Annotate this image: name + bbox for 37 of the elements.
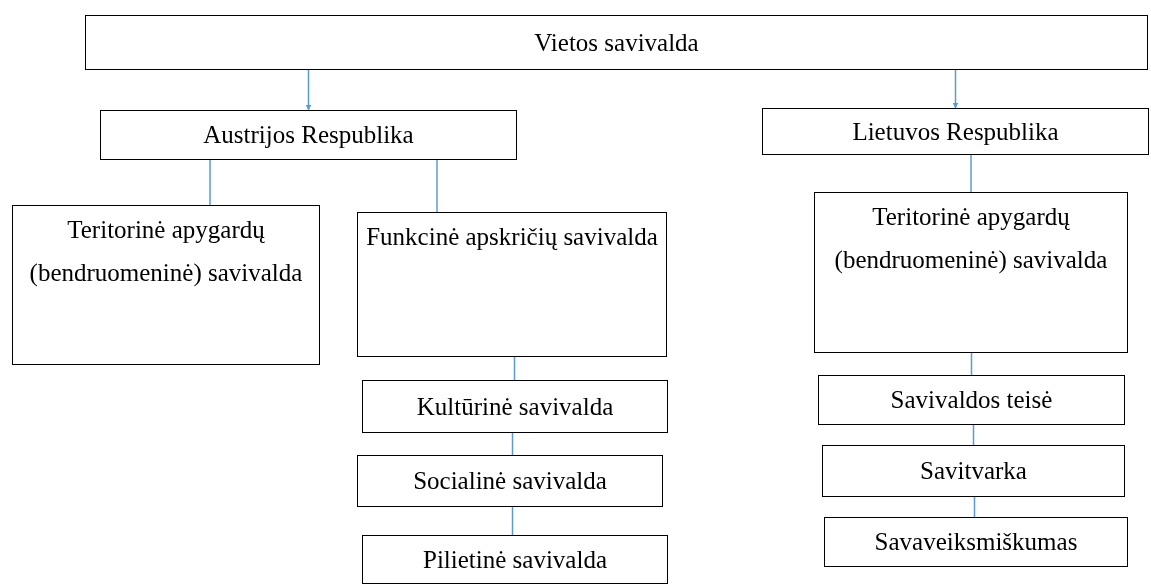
connector-line [972, 424, 975, 446]
text-box [100, 110, 517, 160]
text-box [357, 212, 667, 357]
text-box [362, 535, 668, 584]
connector-line [436, 159, 438, 213]
box-label: Pilietinė savivalda [423, 544, 607, 575]
connector-line [511, 432, 514, 456]
arrow [952, 69, 959, 109]
text-box [762, 108, 1149, 155]
box-label: Lietuvos Respublika [852, 116, 1059, 147]
connector-line [970, 154, 972, 193]
box-label: (bendruomeninė) savivalda [834, 245, 1108, 276]
connector-line [513, 356, 516, 381]
connector-line [209, 159, 211, 206]
text-box [822, 445, 1125, 497]
box-label: Teritorinė apygardų [872, 202, 1070, 232]
text-box [814, 192, 1128, 353]
text-box [362, 380, 668, 433]
text-box [357, 455, 663, 507]
box-label: Socialinė savivalda [413, 466, 607, 497]
box-label: Kultūrinė savivalda [416, 391, 614, 422]
box-label: Funkcinė apskričių savivalda [366, 222, 658, 252]
connector-line [511, 506, 514, 536]
text-box [818, 375, 1125, 425]
box-label: Vietos savivalda [534, 27, 699, 58]
arrow [305, 69, 312, 111]
box-label: (bendruomeninė) savivalda [29, 258, 303, 289]
box-label: Teritorinė apygardų [67, 215, 265, 245]
box-label: Savaveiksmiškumas [874, 527, 1078, 558]
text-box [12, 205, 320, 365]
box-label: Savivaldos teisė [890, 385, 1053, 416]
box-label: Austrijos Respublika [203, 120, 414, 151]
text-box [824, 517, 1128, 567]
connector-line [970, 352, 973, 376]
text-box [85, 15, 1148, 70]
connector-line [973, 496, 976, 518]
box-label: Savitvarka [920, 456, 1027, 487]
